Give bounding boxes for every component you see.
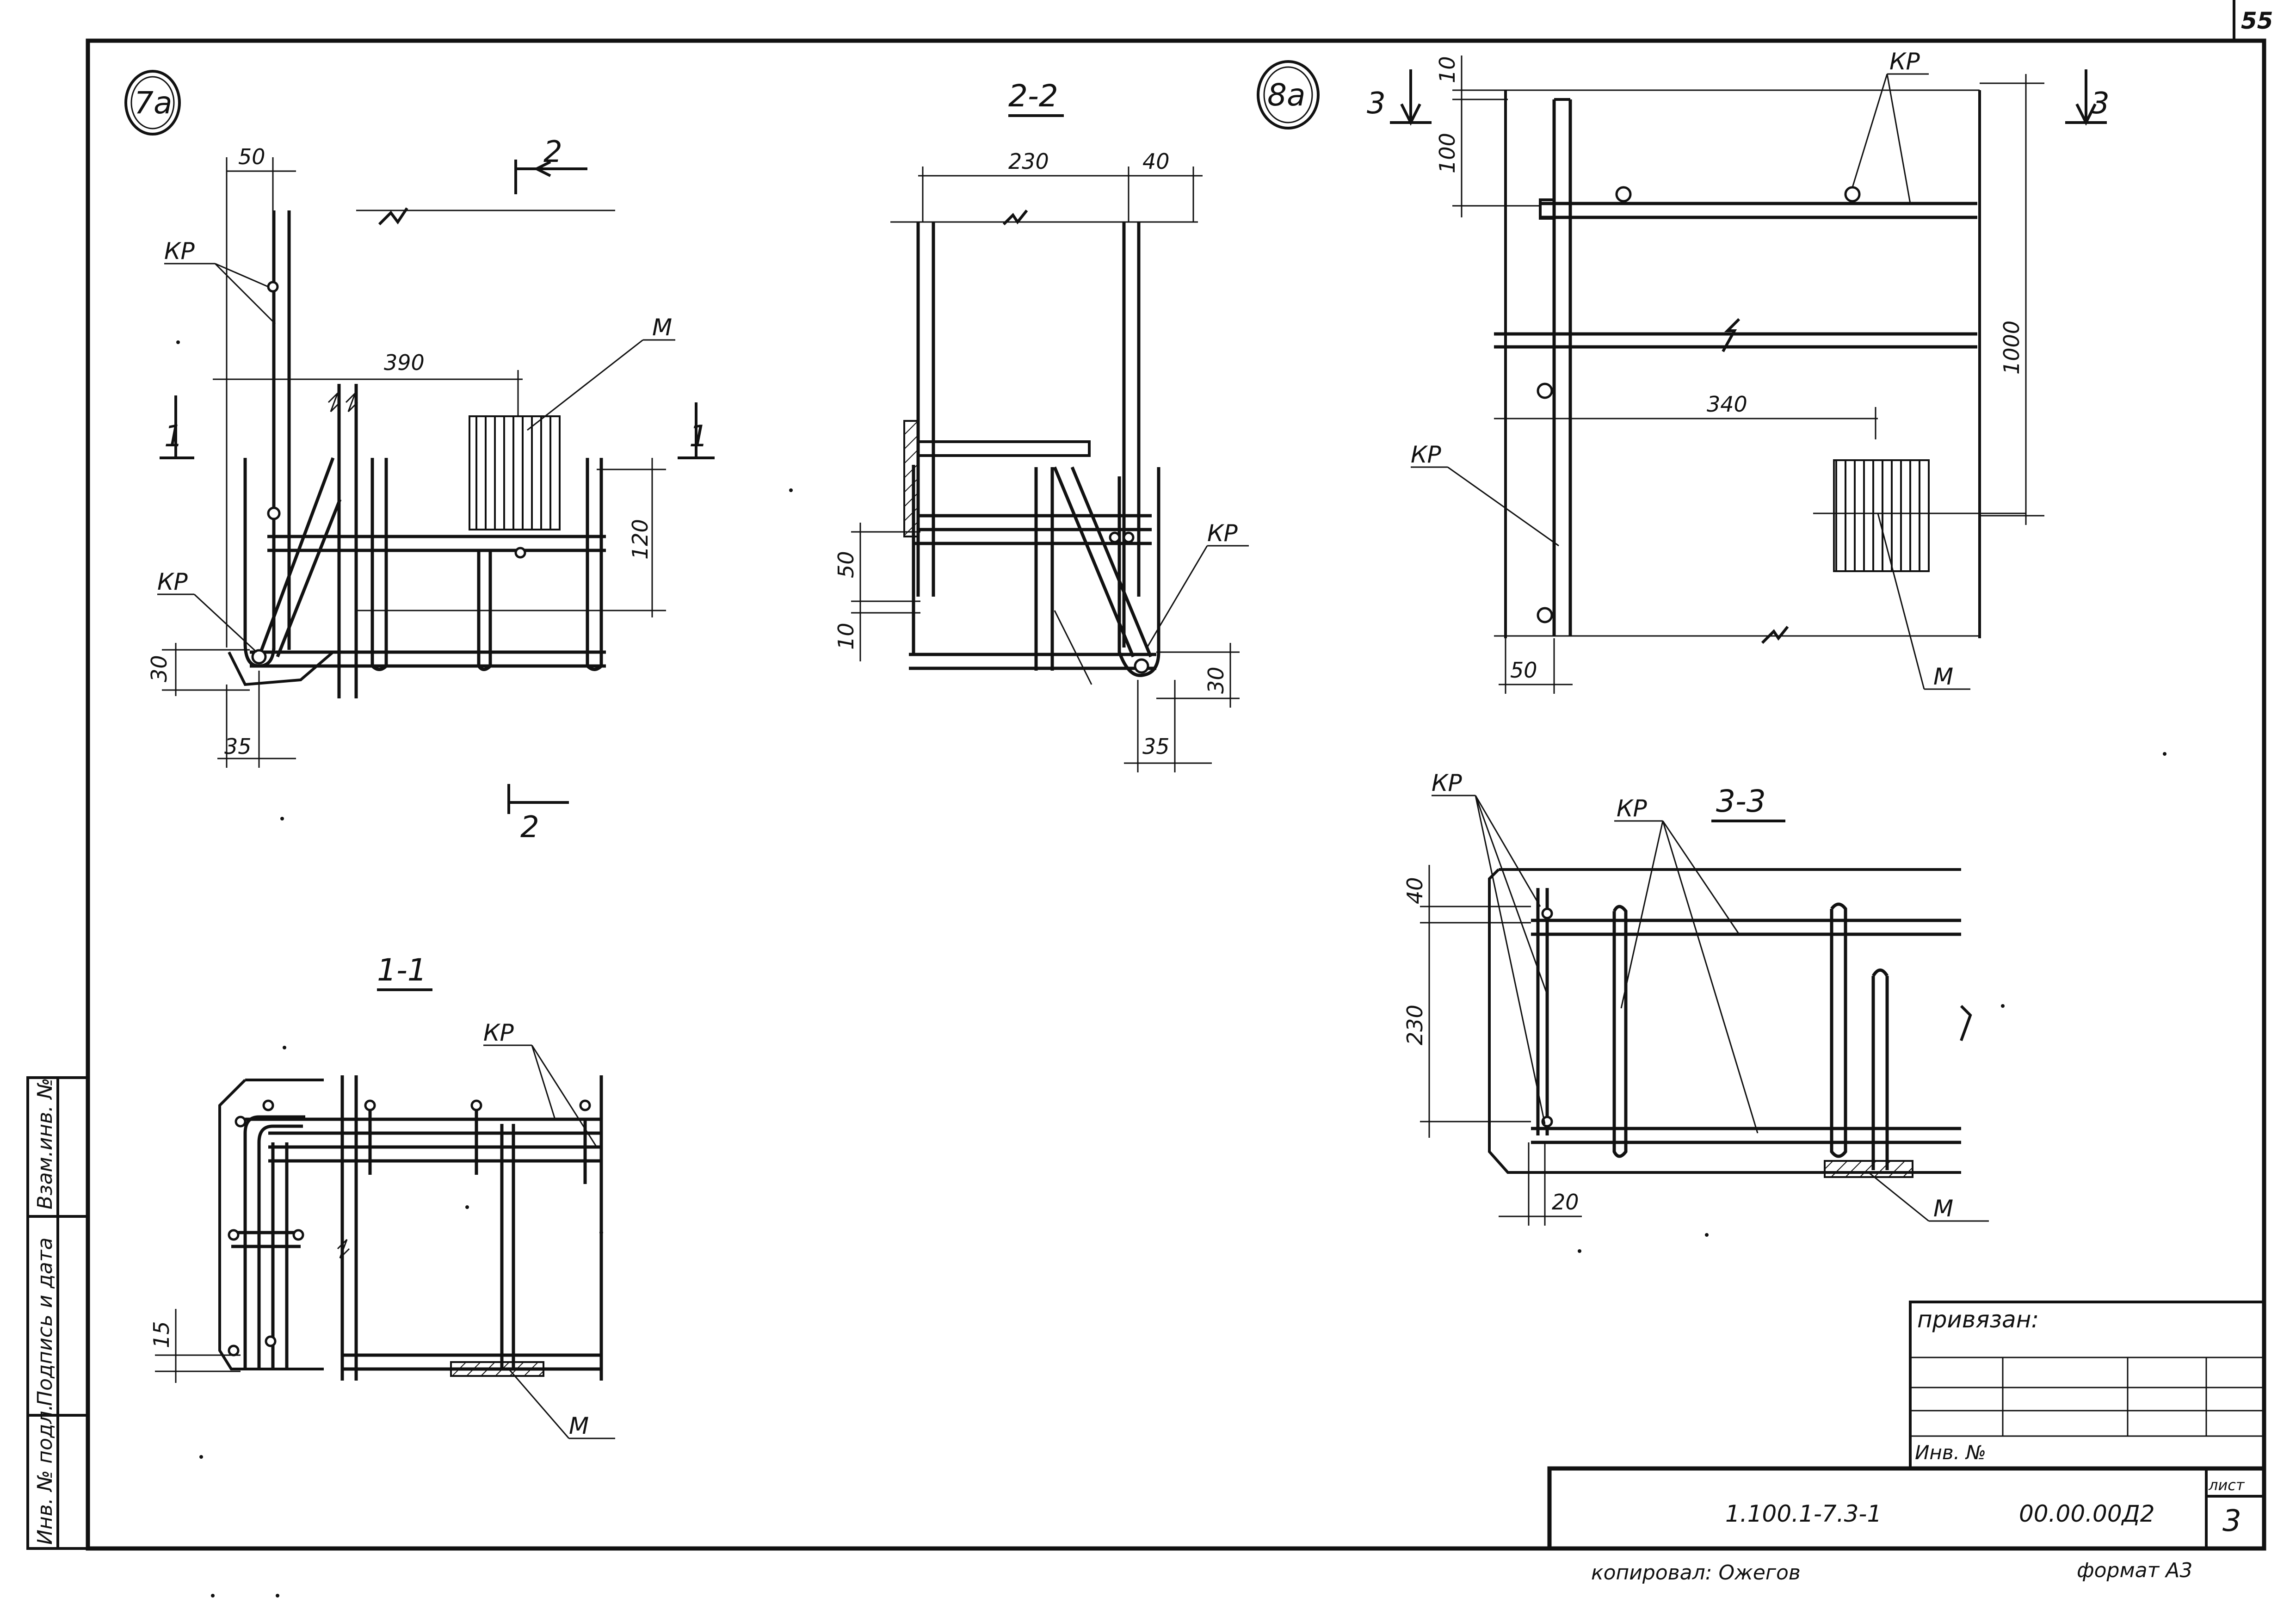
dim-22-40: 40	[1142, 149, 1170, 174]
section-3-3-view	[1488, 820, 1972, 1178]
dim-22-35: 35	[1142, 734, 1170, 759]
node-8a-dimensions	[1452, 56, 2044, 694]
section-3-marks	[1390, 69, 2107, 126]
dim-33-20: 20	[1552, 1190, 1579, 1215]
dim-8a-100: 100	[1435, 133, 1460, 173]
node-8a-callouts	[1411, 73, 1970, 690]
section-3-3-title: 3-3	[1716, 783, 1766, 819]
node-7a-view: 7а	[124, 70, 615, 698]
dim-11-15: 15	[149, 1321, 174, 1348]
margin-field-replaced-inv: Взам.инв. №	[33, 1078, 57, 1209]
label-33-m: М	[1933, 1195, 1953, 1222]
margin-field-inv-orig: Инв. № подл.	[33, 1404, 57, 1545]
label-11-kp: КР	[483, 1019, 514, 1046]
label-8a-m: М	[1933, 663, 1953, 690]
label-7a-m: М	[652, 314, 672, 341]
section-3-3-callouts	[1432, 795, 1989, 1222]
section-1-left-label: 1	[164, 419, 183, 454]
label-33-kp-left: КР	[1432, 770, 1462, 796]
node-8a-view: 8а	[1257, 60, 1981, 644]
section-2-bottom-label: 2	[520, 810, 539, 845]
dim-22-10: 10	[833, 623, 858, 650]
inv-number-label: Инв. №	[1915, 1441, 1986, 1464]
document-code: 00.00.00Д2	[2019, 1500, 2155, 1527]
section-1-1-title: 1-1	[377, 952, 427, 988]
dim-22-50: 50	[833, 551, 858, 578]
section-3-left-label: 3	[1367, 86, 1386, 121]
dim-33-230: 230	[1402, 1005, 1427, 1045]
section-1-1-dimensions	[155, 1309, 241, 1383]
margin-stamp: Взам.инв. № Подпись и дата Инв. № подл.	[26, 1076, 89, 1550]
dim-8a-10: 10	[1435, 56, 1460, 83]
dim-22-230: 230	[1008, 149, 1049, 174]
node-7a-callouts	[157, 263, 675, 653]
section-3-right-label: 3	[2091, 86, 2110, 121]
label-7a-kp-bottom: КР	[157, 568, 188, 595]
label-7a-kp-top: КР	[164, 238, 195, 265]
title-block	[1547, 1301, 2266, 1551]
dim-7a-120: 120	[628, 519, 653, 560]
label-8a-kp-left: КР	[1411, 441, 1441, 468]
dim-8a-340: 340	[1707, 392, 1747, 417]
section-1-right-label: 1	[689, 419, 708, 454]
page-number: 55	[2241, 7, 2273, 34]
dim-8a-50: 50	[1510, 658, 1537, 683]
dim-8a-1000: 1000	[1999, 321, 2024, 375]
margin-field-signature-date: Подпись и дата	[33, 1238, 57, 1406]
sheet-frame	[86, 0, 2266, 1551]
label-33-kp-center: КР	[1617, 795, 1647, 822]
node-7a-dimensions	[162, 157, 666, 768]
section-2-top-label: 2	[543, 135, 562, 169]
label-22-kp: КР	[1207, 520, 1238, 547]
dim-22-30: 30	[1204, 666, 1228, 694]
series-code: 1.100.1-7.3-1	[1725, 1500, 1882, 1527]
sheet-number: 3	[2222, 1504, 2241, 1538]
dim-7a-30: 30	[147, 655, 172, 682]
section-2-2-dimensions	[851, 167, 1240, 772]
section-3-3-dimensions	[1420, 865, 1582, 1226]
label-11-m: М	[569, 1412, 589, 1439]
sheet-format: формат А3	[2077, 1559, 2192, 1582]
node-7a-label: 7а	[134, 85, 172, 121]
section-1-marks	[160, 395, 715, 459]
section-1-1-view	[218, 988, 603, 1381]
section-2-2-title: 2-2	[1008, 78, 1058, 114]
dim-33-40: 40	[1402, 877, 1427, 904]
scan-specks	[176, 340, 2166, 1597]
section-2-marks	[507, 160, 587, 814]
node-8a-label: 8а	[1267, 77, 1305, 113]
section-2-2-callouts	[1054, 545, 1249, 685]
bound-label: привязан:	[1917, 1306, 2039, 1333]
section-2-2-view	[890, 114, 1198, 677]
label-8a-kp-top: КР	[1889, 48, 1920, 75]
sheet-label: лист	[2208, 1476, 2245, 1494]
copied-by: копировал: Ожегов	[1591, 1561, 1801, 1585]
dim-7a-50: 50	[238, 144, 265, 169]
dim-7a-35: 35	[224, 734, 252, 759]
dim-7a-390: 390	[384, 350, 425, 375]
section-1-1-callouts	[483, 1044, 615, 1439]
